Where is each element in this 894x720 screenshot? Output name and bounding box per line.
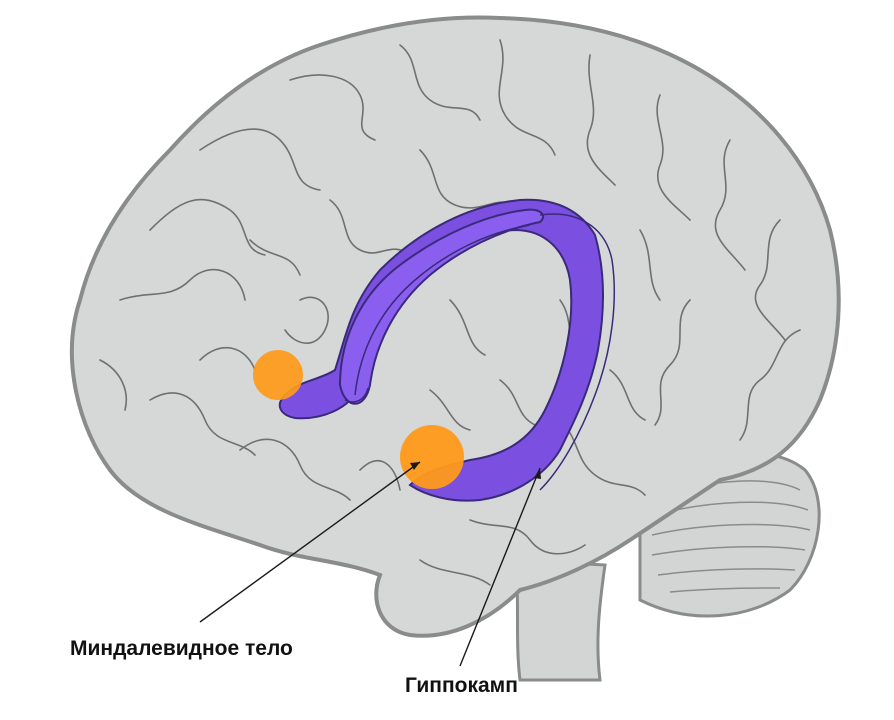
amygdala-markers bbox=[253, 350, 464, 489]
amygdala-pointer bbox=[199, 461, 421, 623]
hippocampus-label: Гиппокамп bbox=[405, 674, 518, 697]
amygdala-spot-upper bbox=[253, 350, 303, 400]
amygdala-pointer-arrow bbox=[410, 462, 420, 470]
brain-stem bbox=[513, 558, 607, 682]
amygdala-spot-lower bbox=[400, 425, 464, 489]
amygdala-label: Миндалевидное тело bbox=[70, 637, 293, 660]
hippocampus-pointer bbox=[459, 467, 541, 667]
pointer-lines bbox=[199, 461, 541, 667]
cerebrum bbox=[69, 15, 841, 638]
hippocampus-pointer-arrow bbox=[534, 468, 541, 479]
hippocampus-fornix bbox=[278, 198, 616, 502]
